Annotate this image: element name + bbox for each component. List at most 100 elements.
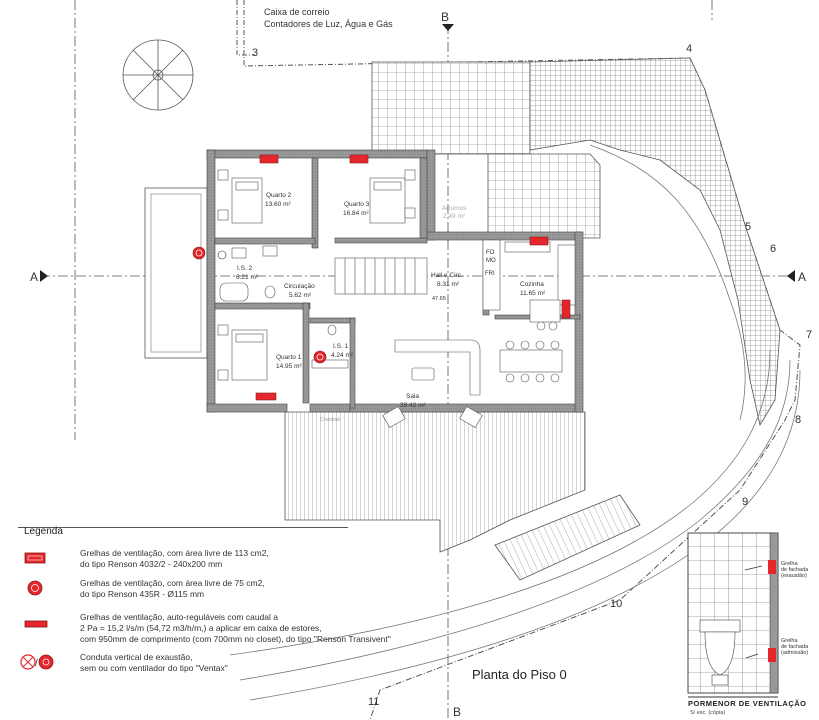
kitchen-fixtures [482,239,576,331]
spiral-stair [122,39,194,111]
entrance-paving [371,61,531,155]
legend-item-exhaust-duct: / Conduta vertical de exaustão, sem ou c… [18,652,348,676]
room-name-sala: Sala [406,393,419,400]
detail-labels: Grelha de fachada (exaustão) Grelha de f… [781,561,809,656]
legend-title: Legenda [24,526,63,537]
exhaust-duct-icon: / [20,654,54,670]
survey-point-6: 6 [770,243,776,255]
room-labels: Quarto 2 13.60 m² Quarto 3 16.84 m² Arru… [236,192,546,423]
room-name-quarto2: Quarto 2 [266,192,292,199]
detail-scale: S/ esc. (cópia) [690,710,726,716]
ventilation-detail [687,532,779,694]
plan-title: Planta do Piso 0 [472,667,567,682]
survey-point-5: 5 [745,221,751,233]
room-area-is1: 4.24 m² [331,352,354,359]
west-deck [144,187,208,359]
section-arrow-left [40,270,48,282]
room-area-arrumos: 2.49 m² [443,213,466,220]
slot-grille-icon [24,620,48,628]
legend-item-4-line1: Conduta vertical de exaustão, [80,652,193,662]
survey-point-10: 10 [610,598,622,610]
legend: Legenda Grelhas de ventilação, com área … [18,526,391,698]
garden-paving [529,57,781,427]
vent-round-is1 [313,350,327,364]
room-name-hall: Hall e Circ. [431,272,463,279]
survey-point-11: 11 [368,696,379,708]
ramp-deck [494,494,641,581]
legend-item-3-line1: Grelhas de ventilação, auto-reguláveis c… [80,612,278,622]
survey-point-3: 3 [252,47,258,59]
legend-item-3-line2: 2 Pa = 15,2 l/s/m (54,72 m3/h/m,) a apli… [80,623,322,633]
detail-top-label-3: (exaustão) [781,573,807,579]
section-arrow-top [442,24,454,31]
detail-bottom-label-3: (admissão) [781,650,808,656]
legend-item-2-line1: Grelhas de ventilação, com área livre de… [80,578,265,588]
oven-label: FO [486,250,495,256]
round-grille-icon [27,580,43,596]
mailbox-label: Caixa de correio [264,7,330,17]
legend-item-2-line2: do tipo Renson 435R - Ø115 mm [80,589,205,599]
microwave-label: MO [486,258,496,264]
vent-rect-quarto2 [259,154,279,164]
rect-grille-icon [24,552,46,564]
level-mark: 47.65 [432,296,446,302]
survey-point-7: 7 [806,329,812,341]
living-furniture [382,339,563,428]
south-deck [284,411,586,553]
interior-stair [334,257,428,295]
vent-rect-cozinha-side [561,299,571,319]
survey-point-9: 9 [742,496,748,508]
legend-item-3-line3: com 950mm de comprimento (com 700mm no c… [80,634,391,644]
room-area-is2: 6.21 m² [236,274,259,281]
detail-top-label-1: Grelha [781,561,798,567]
section-b-bottom: B [453,705,461,719]
driveway [229,144,801,701]
ventilation-round-icons [192,246,327,364]
fridge-label: FRI [485,271,495,277]
room-name-quarto3: Quarto 3 [344,201,370,208]
ventilation-grilles [255,154,571,401]
legend-item-self-regulating-grille: Grelhas de ventilação, auto-reguláveis c… [18,612,391,648]
room-name-arrumos: Arrumos [442,205,467,212]
room-name-quarto1: Quarto 1 [276,354,302,361]
room-area-quarto1: 14.95 m² [276,363,302,370]
room-area-cozinha: 11.65 m² [520,290,546,297]
legend-item-round-grille: Grelhas de ventilação, com área livre de… [18,578,348,602]
detail-top-label-2: de fachada [781,567,809,573]
vent-rect-quarto1 [255,392,277,401]
room-name-is1: I.S. 1 [333,343,349,350]
section-b-top: B [441,10,449,24]
room-area-circulacao: 5.62 m² [289,292,312,299]
section-a-right: A [798,270,806,284]
bathroom-fixtures [219,245,349,369]
room-name-circulacao: Circulação [284,283,315,290]
exhaust-duct-icon [217,250,227,260]
west-deck-inner [150,193,202,353]
survey-points: 3 4 5 6 7 8 9 10 11 [252,43,812,708]
vent-round-is2 [192,246,206,260]
room-area-quarto3: 16.84 m² [343,210,369,217]
section-arrow-right [787,270,795,282]
beds [217,169,416,381]
legend-item-1-line2: do tipo Renson 4032/2 - 240x200 mm [80,559,223,569]
legend-item-rect-grille: Grelhas de ventilação, com área livre de… [18,548,348,572]
legend-item-4-line2: sem ou com ventilador do tipo "Ventax" [80,663,228,673]
section-a-left: A [30,270,38,284]
vent-rect-quarto3 [349,154,369,164]
meters-label: Contadores de Luz, Água e Gás [264,19,393,29]
detail-title: PORMENOR DE VENTILAÇÃO [688,699,807,708]
svg-text:/: / [35,658,38,669]
vent-rect-cozinha-top [529,236,549,246]
detail-bottom-label-2: de fachada [781,644,809,650]
survey-point-8: 8 [795,414,801,426]
room-name-is2: I.S. 2 [237,265,253,272]
terrace-paving [487,153,601,239]
room-area-quarto2: 13.60 m² [265,201,291,208]
survey-point-4: 4 [686,43,692,55]
detail-bottom-label-1: Grelha [781,638,798,644]
room-area-hall: 8.31 m² [437,281,460,288]
room-area-sala: 39.42 m² [400,402,426,409]
chimney-label: Chaminé [320,417,340,423]
legend-item-1-line1: Grelhas de ventilação, com área livre de… [80,548,269,558]
